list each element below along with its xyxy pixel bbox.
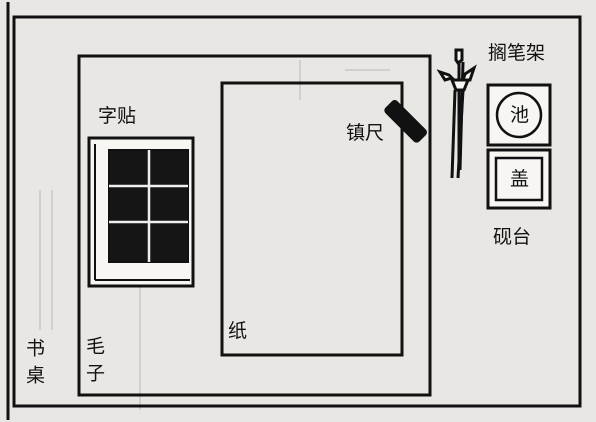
inkstone-label: 砚台 <box>493 226 532 248</box>
inkstone-lid-box <box>486 148 552 210</box>
outer-frame <box>12 15 582 408</box>
paper-sheet <box>220 81 404 357</box>
copybook-label: 字贴 <box>98 105 137 127</box>
inkstone-pool-label: 池 <box>510 104 530 126</box>
inkstone-pool-box <box>486 83 552 147</box>
brush-rest-drawing <box>436 48 477 179</box>
copybook <box>87 136 195 288</box>
desk-top <box>77 54 432 397</box>
inkstone-drawing <box>486 83 552 210</box>
paper-label: 纸 <box>228 320 248 342</box>
paperweight <box>384 100 427 143</box>
desk-label: 书桌 <box>23 338 45 392</box>
paperweight-label: 镇尺 <box>346 122 385 144</box>
brush-rest-label: 搁笔架 <box>488 42 546 64</box>
brush-label: 毛子 <box>83 336 105 390</box>
inkstone-lid-label: 盖 <box>510 168 530 190</box>
